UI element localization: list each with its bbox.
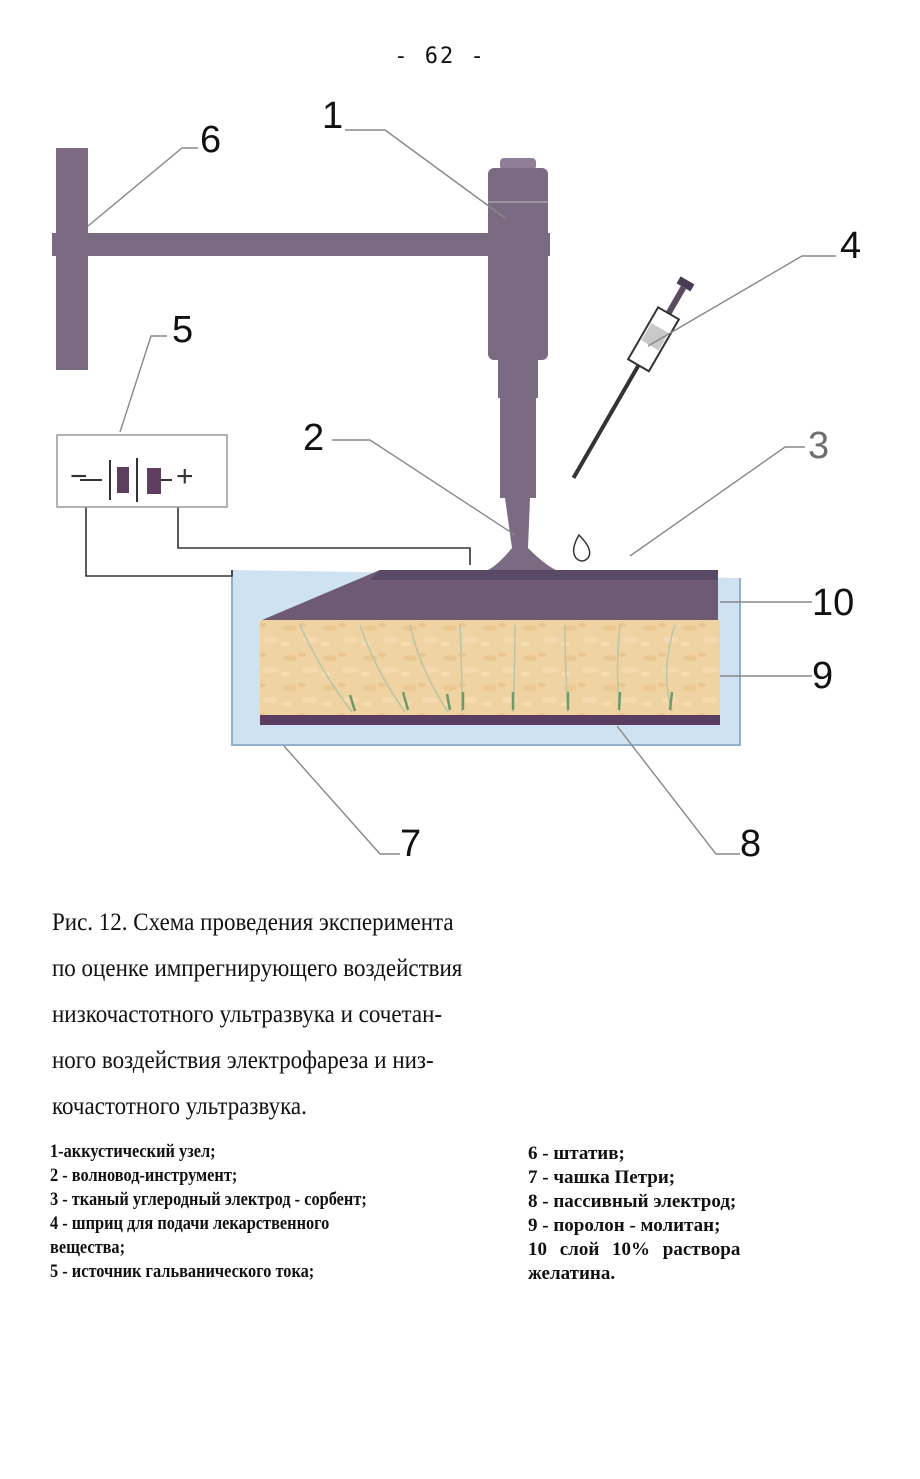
caption-line: Рис. 12. Схема проведения эксперимента	[52, 909, 454, 936]
label-9: 9	[812, 655, 833, 697]
legend-item: 4 - шприц для подачи лекарственного	[50, 1213, 330, 1234]
current-source	[56, 434, 228, 508]
label-1: 1	[322, 95, 343, 137]
label-6: 6	[200, 119, 221, 161]
legend-item: вещества;	[50, 1237, 126, 1258]
legend-item: 3 - тканый углеродный электрод - сорбент…	[50, 1189, 367, 1210]
label-2: 2	[303, 417, 324, 459]
battery-minus: −	[70, 460, 88, 493]
legend-item: 7 - чашка Петри;	[528, 1167, 676, 1188]
caption-line: по оценке импрегнирующего воздействия	[52, 955, 463, 982]
label-8: 8	[740, 823, 761, 865]
legend-right: 6 - штатив; 7 - чашка Петри; 8 - пассивн…	[528, 1142, 788, 1286]
label-4: 4	[840, 225, 861, 267]
legend-left: 1-аккустический узел; 2 - волновод-инстр…	[50, 1140, 428, 1284]
label-5: 5	[172, 309, 193, 351]
legend-item: 6 - штатив;	[528, 1143, 625, 1164]
legend-item: 1-аккустический узел;	[50, 1141, 216, 1162]
figure-caption: Рис. 12. Схема проведения эксперимента п…	[52, 900, 484, 1130]
acoustic-unit	[488, 158, 548, 398]
passive-electrode	[260, 715, 720, 725]
gelatin-layer	[262, 570, 718, 620]
waveguide-tool	[488, 398, 556, 570]
carbon-electrode	[370, 570, 718, 580]
legend-item: 10 слой 10% раствора	[528, 1239, 741, 1260]
battery-plus: +	[176, 460, 194, 493]
foam-layer	[260, 620, 720, 715]
drug-drop	[572, 533, 591, 562]
field-line-marks	[348, 691, 674, 712]
label-10: 10	[812, 582, 854, 624]
label-3: 3	[808, 425, 829, 467]
legend-item: желатина.	[528, 1263, 616, 1284]
syringe	[571, 276, 695, 479]
leader-lines	[87, 129, 836, 855]
label-7: 7	[400, 823, 421, 865]
legend-item: 9 - поролон - молитан;	[528, 1215, 721, 1236]
caption-line: кочастотного ультразвука.	[52, 1093, 307, 1120]
legend-item: 2 - волновод-инструмент;	[50, 1165, 238, 1186]
stand	[52, 148, 550, 370]
page-number: - 62 -	[394, 44, 486, 69]
caption-line: ного воздействия электрофареза и низ-	[52, 1047, 434, 1074]
battery-wires	[85, 478, 471, 577]
legend-item: 5 - источник гальванического тока;	[50, 1261, 315, 1282]
legend-item: 8 - пассивный электрод;	[528, 1191, 737, 1212]
caption-line: низкочастотного ультразвука и сочетан-	[52, 1001, 443, 1028]
experiment-diagram: − + 1 6 4 5 2	[52, 95, 861, 865]
